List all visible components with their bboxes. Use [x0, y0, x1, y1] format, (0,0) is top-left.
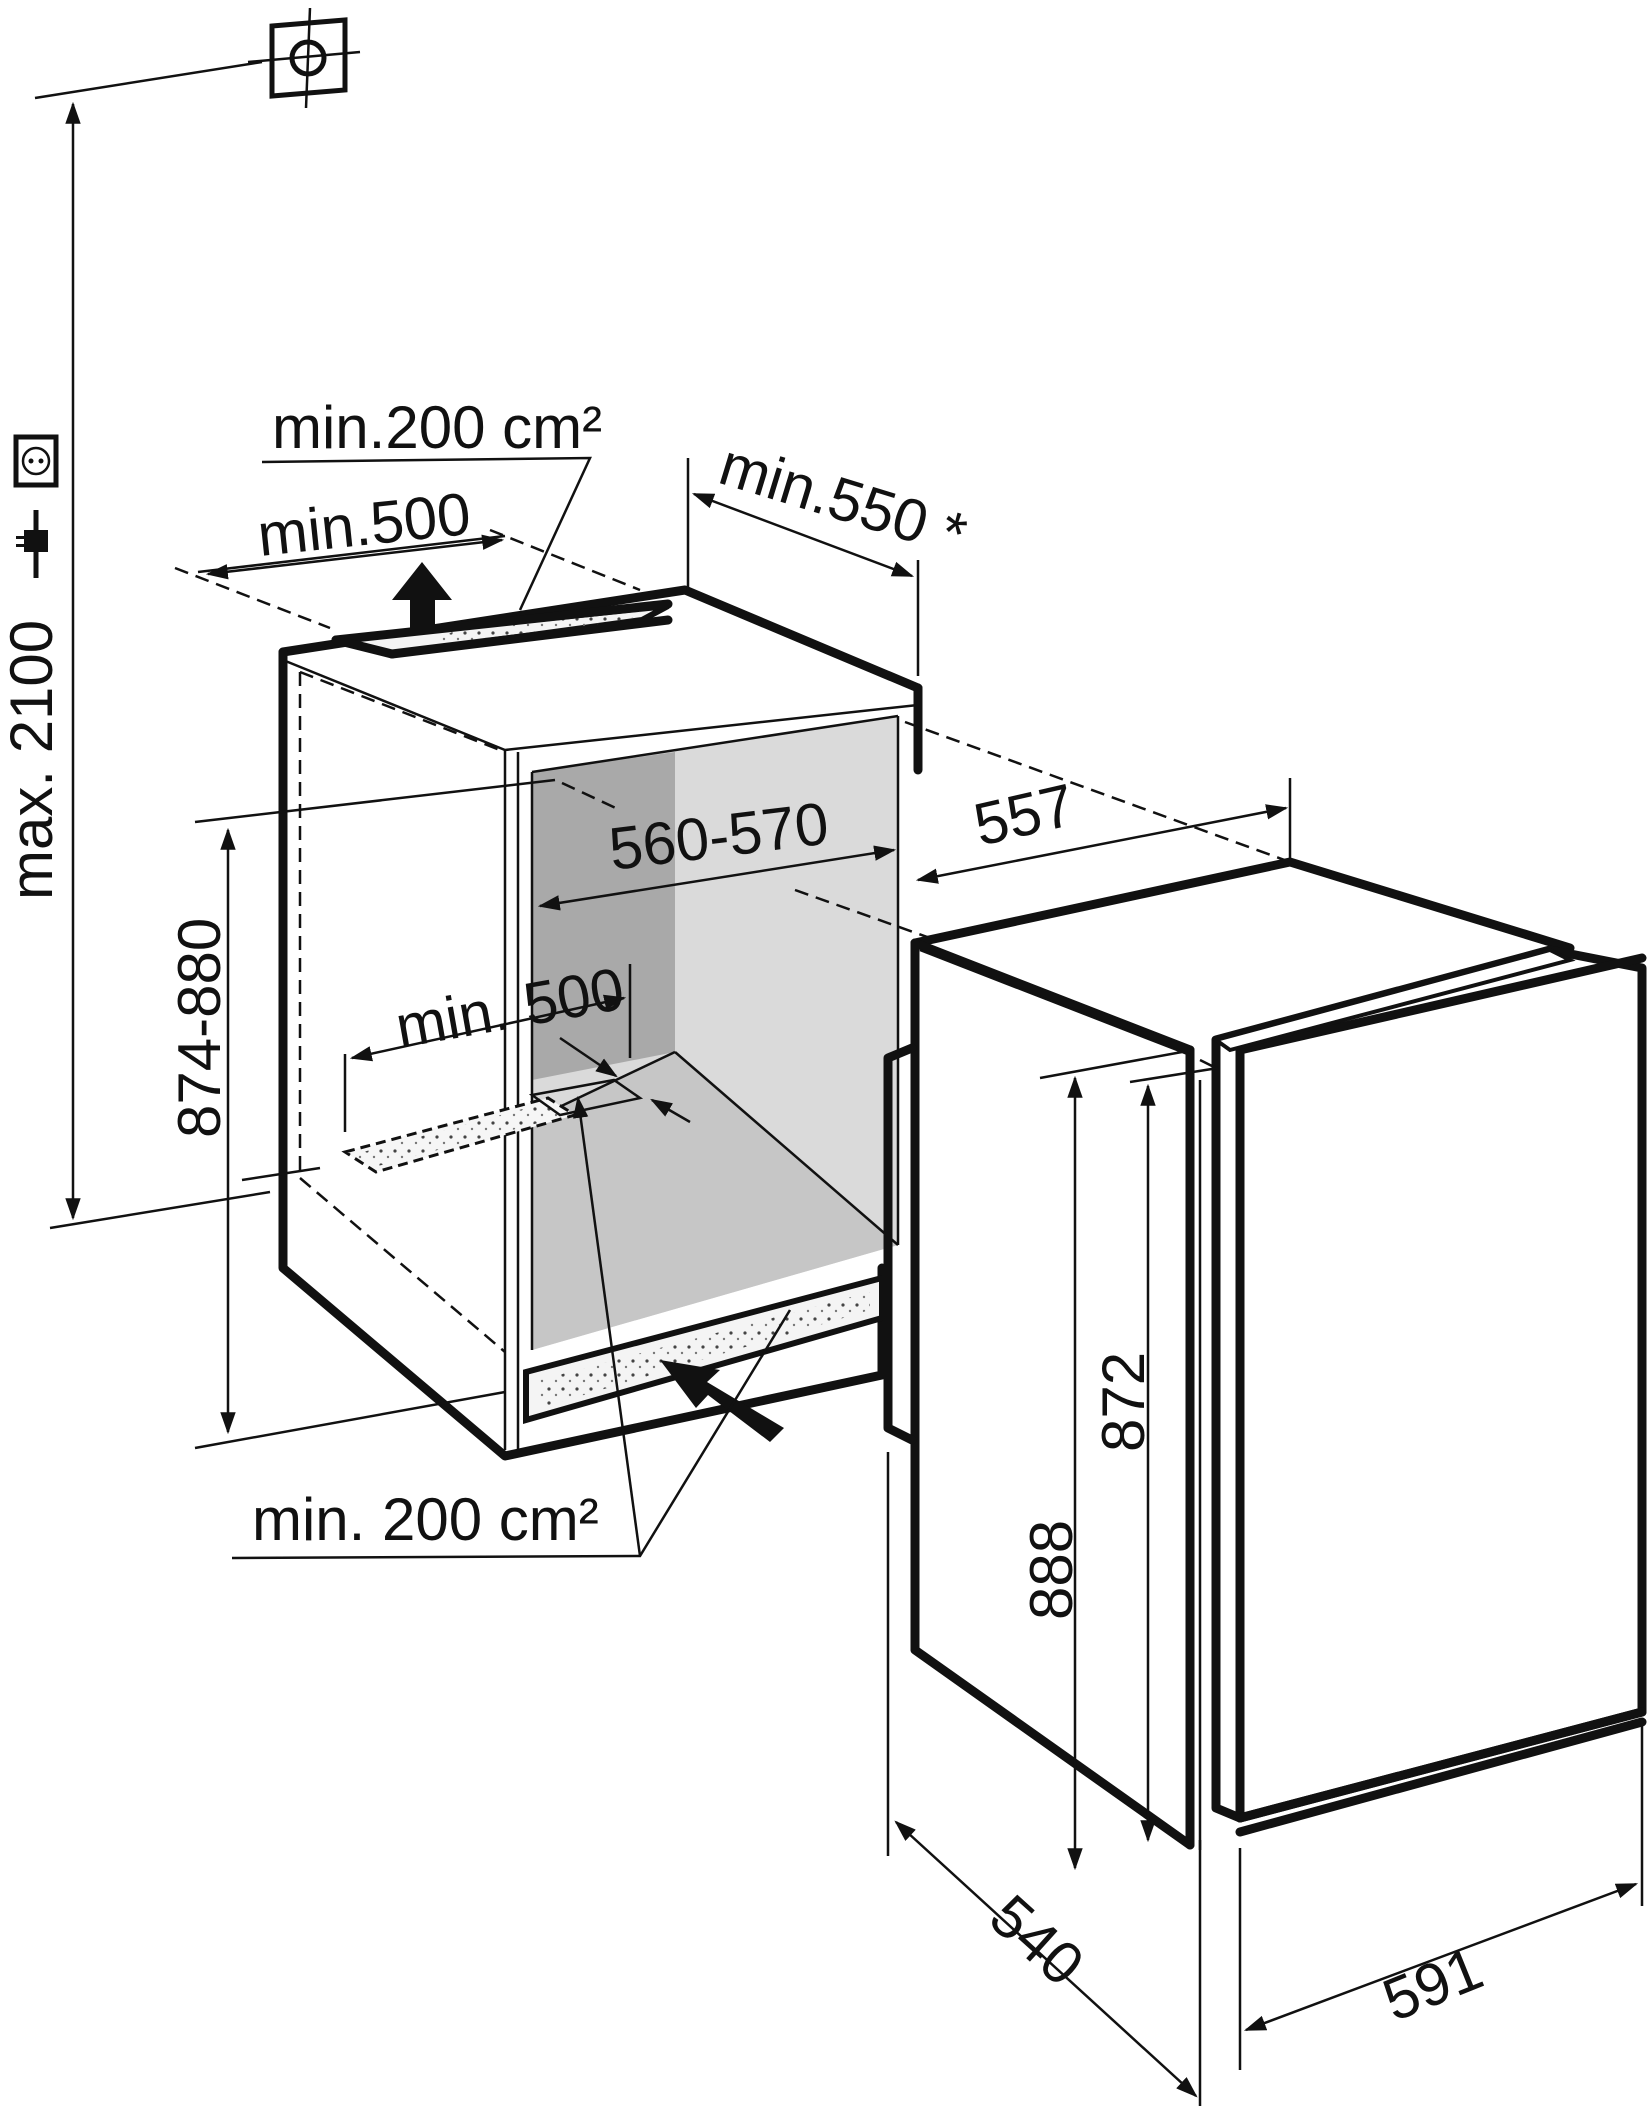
- appliance-height-door-dimension: 888: [1018, 1050, 1183, 1871]
- appliance-width-label: 591: [1374, 1934, 1492, 2034]
- plug-icon: [16, 510, 48, 578]
- appliance-height-door-label: 888: [1018, 1520, 1085, 1620]
- socket-icon: [13, 434, 59, 488]
- top-vent-width-label: min.500: [254, 480, 473, 569]
- appliance-height-body-dimension: 872: [1090, 1066, 1219, 1843]
- max-height-label: max. 2100: [0, 620, 65, 900]
- bottom-vent-area-callout: min. 200 cm²: [231, 1095, 792, 1560]
- appliance-door: [1211, 945, 1647, 1823]
- depth-min-label: min.550 *: [712, 430, 974, 568]
- niche-cabinet: [174, 528, 1291, 1461]
- appliance-height-body-label: 872: [1090, 1352, 1157, 1452]
- depth-min-dimension: min.550 *: [686, 430, 974, 676]
- niche-height-label: 874-880: [166, 918, 233, 1138]
- top-vent-area-label: min.200 cm²: [272, 394, 602, 461]
- bottom-vent-grille-fill: [540, 1292, 870, 1408]
- appliance: [883, 857, 1647, 1850]
- appliance-depth-label: 540: [977, 1882, 1096, 1999]
- bottom-vent-area-label: min. 200 cm²: [252, 1486, 599, 1553]
- niche-floor: [532, 1052, 898, 1350]
- top-vent-width-dimension: min.500: [197, 480, 506, 580]
- drain-connection-icon: [247, 7, 361, 109]
- top-vent-area-callout: min.200 cm²: [261, 394, 602, 611]
- appliance-depth-top-dimension: 557: [915, 771, 1292, 884]
- niche-height-dimension: 874-880: [166, 827, 506, 1450]
- air-in-arrow: [660, 1360, 784, 1442]
- appliance-depth-top-label: 557: [968, 771, 1081, 859]
- air-out-arrow: [392, 562, 452, 632]
